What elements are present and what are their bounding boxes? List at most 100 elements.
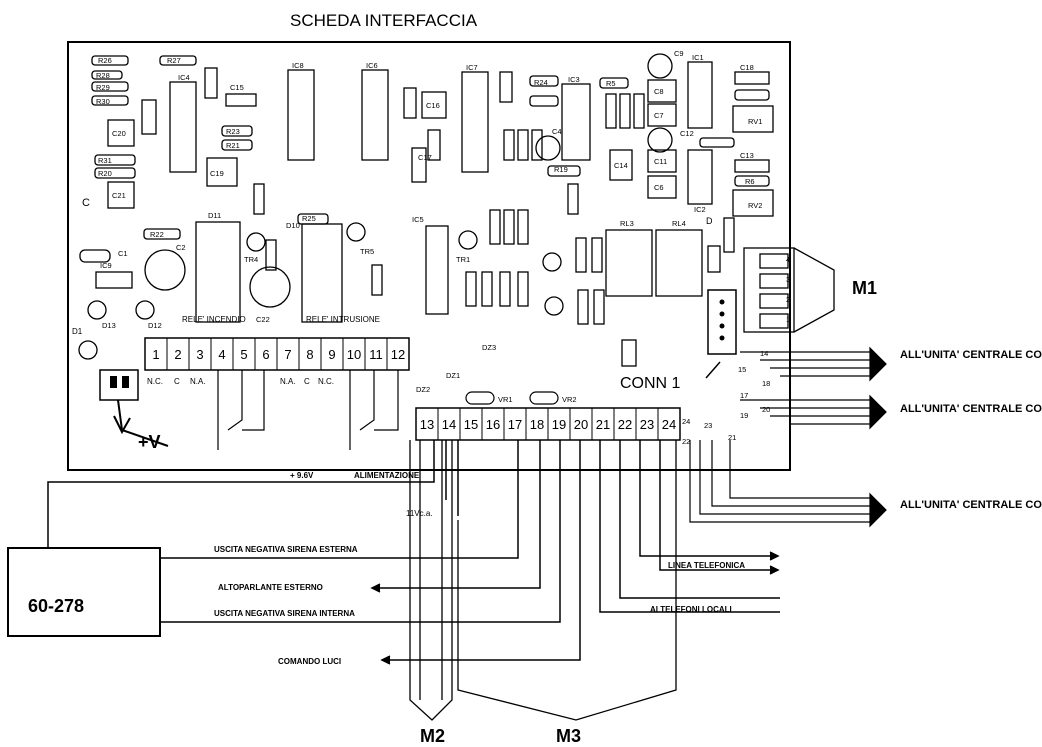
svg-text:C: C	[174, 377, 180, 386]
svg-text:R28: R28	[96, 71, 110, 80]
svg-text:19: 19	[740, 411, 748, 420]
svg-text:4: 4	[786, 255, 790, 264]
svg-text:IC1: IC1	[692, 53, 704, 62]
vr2-label: VR2	[562, 395, 577, 404]
svg-text:D: D	[706, 216, 713, 226]
svg-text:C18: C18	[740, 63, 754, 72]
diagram-title: SCHEDA INTERFACCIA	[290, 11, 478, 30]
module-60-278	[7, 547, 161, 637]
svg-text:R23: R23	[226, 127, 240, 136]
upper-terminal-number: 1	[152, 347, 159, 362]
svg-text:3: 3	[786, 275, 790, 284]
svg-text:R20: R20	[98, 169, 112, 178]
svg-text:R24: R24	[534, 78, 548, 87]
svg-text:R27: R27	[167, 56, 181, 65]
svg-text:C12: C12	[680, 129, 694, 138]
dz3-label: DZ3	[482, 343, 496, 352]
svg-text:R22: R22	[150, 230, 164, 239]
svg-text:IC8: IC8	[292, 61, 304, 70]
upper-terminal-number: 5	[240, 347, 247, 362]
svg-text:C2: C2	[176, 243, 186, 252]
svg-text:IC6: IC6	[366, 61, 378, 70]
output-siren-external: USCITA NEGATIVA SIRENA ESTERNA	[214, 545, 358, 554]
lower-terminal-number: 18	[530, 417, 544, 432]
lower-terminal-number: 24	[662, 417, 676, 432]
connector-a-label: ALL'UNITA' CENTRALE CONNETTORE A	[900, 349, 1042, 361]
upper-terminal-number: 11	[369, 347, 383, 362]
svg-text:TR1: TR1	[456, 255, 470, 264]
svg-text:TR4: TR4	[244, 255, 258, 264]
upper-terminal-number: 4	[218, 347, 225, 362]
lower-terminal-number: 22	[618, 417, 632, 432]
lower-terminal-number: 20	[574, 417, 588, 432]
svg-text:22: 22	[682, 437, 690, 446]
upper-terminal-number: 12	[391, 347, 405, 362]
output-siren-internal: USCITA NEGATIVA SIRENA INTERNA	[214, 609, 355, 618]
component-layout	[78, 53, 774, 367]
svg-text:C19: C19	[210, 169, 224, 178]
svg-text:C17: C17	[418, 153, 432, 162]
vr1-label: VR1	[498, 395, 513, 404]
svg-text:RV1: RV1	[748, 117, 762, 126]
svg-text:R26: R26	[98, 56, 112, 65]
board-outline	[67, 41, 791, 471]
svg-text:C16: C16	[426, 101, 440, 110]
power-ac-label: 11Vc.a.	[406, 509, 433, 518]
svg-text:24: 24	[682, 417, 690, 426]
power-connector	[99, 369, 169, 447]
svg-text:IC7: IC7	[466, 63, 478, 72]
svg-text:IC5: IC5	[412, 215, 424, 224]
lower-terminal-cell	[657, 407, 681, 441]
upper-terminal-number: 10	[347, 347, 361, 362]
svg-text:TR5: TR5	[360, 247, 374, 256]
svg-text:1: 1	[786, 315, 790, 324]
svg-text:D13: D13	[102, 321, 116, 330]
lower-terminal-number: 16	[486, 417, 500, 432]
svg-text:C11: C11	[654, 157, 667, 166]
svg-text:15: 15	[738, 365, 746, 374]
svg-text:C13: C13	[740, 151, 754, 160]
power-voltage: + 9.6V	[290, 471, 314, 480]
svg-text:N.C.: N.C.	[318, 377, 334, 386]
svg-text:RV2: RV2	[748, 201, 762, 210]
svg-text:D12: D12	[148, 321, 162, 330]
module-label: 60-278	[28, 596, 84, 616]
svg-text:C21: C21	[112, 191, 126, 200]
svg-text:R25: R25	[302, 214, 316, 223]
svg-text:C: C	[82, 197, 90, 209]
svg-text:R29: R29	[96, 83, 110, 92]
lower-terminal-number: 23	[640, 417, 654, 432]
lower-terminal-number: 14	[442, 417, 456, 432]
svg-text:IC4: IC4	[178, 73, 190, 82]
upper-terminal-number: 2	[174, 347, 181, 362]
upper-terminal-number: 6	[262, 347, 269, 362]
relay-contact-lines	[217, 370, 399, 450]
relay-intrusion-label: RELE' INTRUSIONE	[306, 315, 380, 324]
output-lights-command: COMANDO LUCI	[278, 657, 341, 666]
output-speaker-external: ALTOPARLANTE ESTERNO	[218, 583, 323, 592]
svg-text:N.A.: N.A.	[280, 377, 296, 386]
svg-text:IC2: IC2	[694, 205, 706, 214]
svg-text:21: 21	[728, 433, 736, 442]
svg-text:RL3: RL3	[620, 219, 634, 228]
svg-text:R31: R31	[98, 156, 112, 165]
lower-terminal-number: 15	[464, 417, 478, 432]
svg-text:20: 20	[762, 405, 770, 414]
svg-text:R5: R5	[606, 79, 616, 88]
relay-fire-label: RELE' INCENDIO	[182, 315, 246, 324]
m3-label: M3	[556, 726, 581, 746]
svg-text:17: 17	[740, 391, 748, 400]
svg-text:N.A.: N.A.	[190, 377, 206, 386]
dz1-label: DZ1	[446, 371, 460, 380]
upper-terminal-number: 3	[196, 347, 203, 362]
m2-label: M2	[420, 726, 445, 746]
dz2-label: DZ2	[416, 385, 430, 394]
upper-terminal-number: 7	[284, 347, 291, 362]
svg-text:C6: C6	[654, 183, 664, 192]
lower-terminal-number: 19	[552, 417, 566, 432]
svg-text:C15: C15	[230, 83, 244, 92]
connector-c-label: ALL'UNITA' CENTRALE CONNETTORE C	[900, 403, 1042, 415]
svg-text:C8: C8	[654, 87, 664, 96]
